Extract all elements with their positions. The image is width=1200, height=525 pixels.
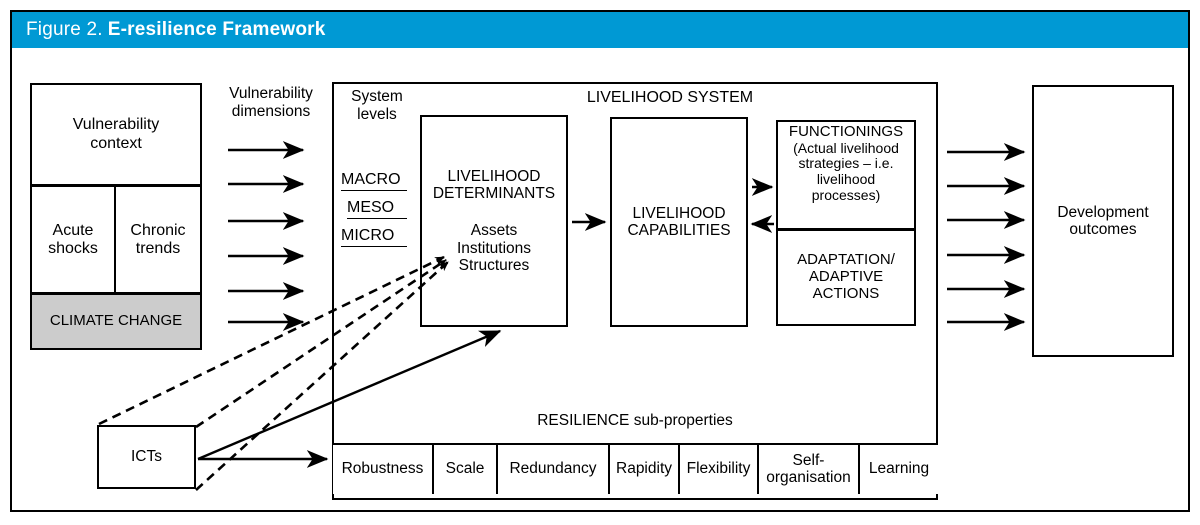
system-level-micro: MICRO xyxy=(341,227,407,247)
icts-label: ICTs xyxy=(131,448,162,466)
resilience-sub-property-label: Learning xyxy=(868,460,930,478)
resilience-sub-property-label: Robustness xyxy=(341,460,424,478)
vulnerability-dimensions-label: Vulnerability dimensions xyxy=(229,85,313,120)
acute-shocks-box: Acute shocks xyxy=(30,186,116,294)
functionings-box: FUNCTIONINGS (Actual livelihood strategi… xyxy=(776,120,916,230)
climate-change-label: CLIMATE CHANGE xyxy=(49,312,183,330)
resilience-sub-property-cell: Robustness xyxy=(333,445,434,494)
resilience-sub-properties-title: RESILIENCE sub-properties xyxy=(537,412,733,429)
adaptation-actions-box: ADAPTATION/ ADAPTIVE ACTIONS xyxy=(776,229,916,326)
resilience-sub-property-label: Redundancy xyxy=(509,460,597,478)
resilience-sub-property-cell: Scale xyxy=(434,445,498,494)
resilience-sub-property-label: Self- organisation xyxy=(766,451,851,486)
livelihood-determinants-title: LIVELIHOOD DETERMINANTS xyxy=(432,167,556,202)
system-level-meso: MESO xyxy=(347,199,407,219)
livelihood-determinants-box: LIVELIHOOD DETERMINANTS Assets Instituti… xyxy=(420,115,568,327)
development-outcomes-box: Development outcomes xyxy=(1032,85,1174,357)
functionings-title: FUNCTIONINGS xyxy=(788,123,904,140)
figure-title-text: E-resilience Framework xyxy=(107,19,326,40)
acute-shocks-label: Acute shocks xyxy=(48,221,98,257)
functionings-detail: (Actual livelihood strategies – i.e. liv… xyxy=(793,139,899,203)
adaptation-actions-title: ADAPTATION/ ADAPTIVE ACTIONS xyxy=(797,251,895,302)
livelihood-capabilities-title: LIVELIHOOD CAPABILITIES xyxy=(627,204,731,239)
figure-number-label: Figure 2. xyxy=(26,19,103,40)
resilience-sub-property-cell: Learning xyxy=(860,445,938,494)
vulnerability-context-label: Vulnerability context xyxy=(72,116,160,152)
resilience-sub-property-label: Flexibility xyxy=(686,460,751,478)
icts-box: ICTs xyxy=(97,425,196,489)
resilience-sub-property-cell: Redundancy xyxy=(498,445,610,494)
resilience-sub-property-label: Rapidity xyxy=(616,460,672,478)
figure-header-bar: Figure 2.E-resilience Framework xyxy=(12,12,1188,48)
livelihood-capabilities-box: LIVELIHOOD CAPABILITIES xyxy=(610,117,748,327)
resilience-sub-property-label: Scale xyxy=(445,460,485,478)
resilience-sub-properties-row: Robustness Scale Redundancy Rapidity Flexibi… xyxy=(333,443,938,494)
vulnerability-context-box: Vulnerability context xyxy=(30,83,202,186)
resilience-sub-property-cell: Self- organisation xyxy=(759,445,860,494)
chronic-trends-label: Chronic trends xyxy=(130,221,186,257)
system-level-macro: MACRO xyxy=(341,171,407,191)
system-levels-label: System levels xyxy=(351,88,403,123)
livelihood-system-title: LIVELIHOOD SYSTEM xyxy=(586,89,754,106)
resilience-sub-property-cell: Rapidity xyxy=(610,445,680,494)
climate-change-box: CLIMATE CHANGE xyxy=(30,294,202,350)
chronic-trends-box: Chronic trends xyxy=(115,186,202,294)
resilience-sub-property-cell: Flexibility xyxy=(680,445,759,494)
figure-header-title: Figure 2.E-resilience Framework xyxy=(26,19,326,41)
development-outcomes-label: Development outcomes xyxy=(1057,203,1149,238)
livelihood-determinants-items: Assets Institutions Structures xyxy=(456,222,532,275)
